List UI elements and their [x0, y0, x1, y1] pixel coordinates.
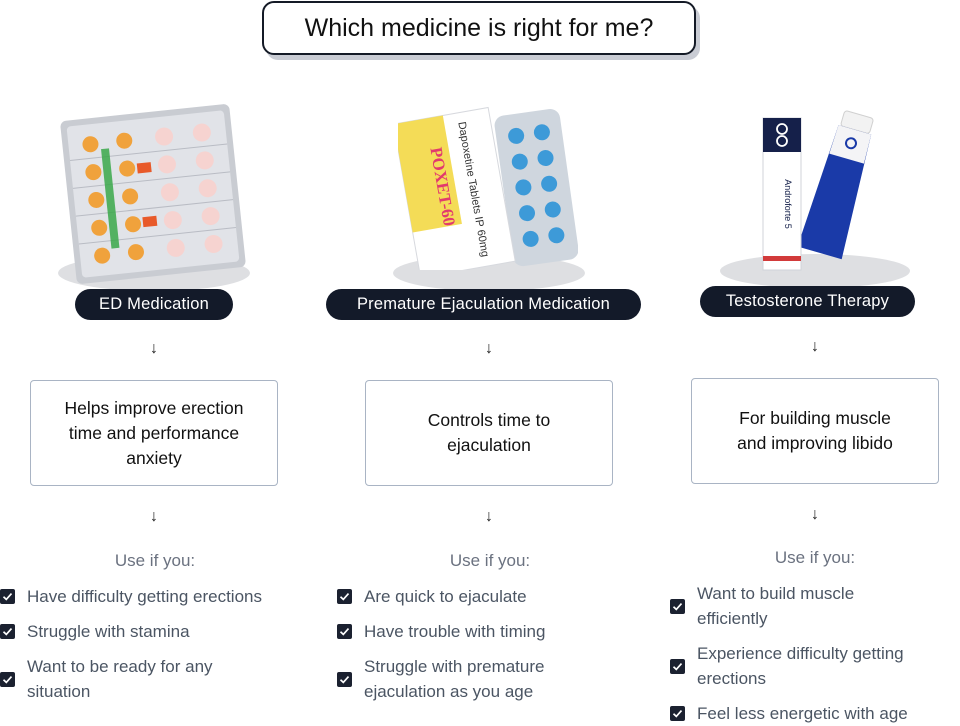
testosterone-tube-image: Androforte 5 — [762, 110, 874, 271]
down-arrow-icon: ↓ — [811, 338, 819, 355]
check-item: Have trouble with timing — [337, 619, 627, 644]
description-text: Controls time to ejaculation — [427, 410, 551, 455]
down-arrow-icon: ↓ — [485, 340, 493, 357]
check-item-text: Struggle with premature ejaculation as y… — [364, 657, 545, 701]
product-shadow — [720, 254, 910, 288]
ed-blister-pack-image — [60, 104, 246, 284]
category-pill-premature-ejaculation[interactable]: Premature Ejaculation Medication — [326, 289, 641, 320]
description-box: Helps improve erection time and performa… — [30, 380, 278, 486]
check-item: Want to build muscle efficiently — [670, 581, 905, 631]
check-item: Are quick to ejaculate — [337, 584, 627, 609]
checkbox-checked-icon — [0, 671, 15, 687]
page-title-text: Which medicine is right for me? — [304, 13, 654, 42]
use-if-heading: Use if you: — [114, 551, 196, 570]
use-if-heading: Use if you: — [449, 551, 531, 570]
down-arrow-icon: ↓ — [485, 508, 493, 525]
check-item: Feel less energetic with age — [670, 701, 955, 726]
check-item: Struggle with stamina — [0, 619, 310, 644]
check-item-text: Experience difficulty getting erections — [697, 644, 904, 688]
checkbox-checked-icon — [337, 624, 352, 639]
check-item-text: Have trouble with timing — [364, 622, 546, 641]
check-item-text: Have difficulty getting erections — [27, 587, 262, 606]
description-text: Helps improve erection time and performa… — [64, 397, 244, 468]
category-pill-testosterone-therapy[interactable]: Testosterone Therapy — [700, 286, 915, 317]
checkbox-checked-icon — [670, 706, 685, 721]
category-pill-label: Testosterone Therapy — [725, 292, 890, 310]
check-item-text: Feel less energetic with age — [697, 704, 908, 723]
check-item: Struggle with premature ejaculation as y… — [337, 654, 587, 704]
check-item: Want to be ready for any situation — [0, 654, 260, 704]
description-box: Controls time to ejaculation — [365, 380, 613, 486]
check-item-text: Want to build muscle efficiently — [697, 584, 855, 628]
checkbox-checked-icon — [670, 598, 685, 614]
down-arrow-icon: ↓ — [811, 506, 819, 523]
checkbox-checked-icon — [337, 589, 352, 604]
checkbox-checked-icon — [0, 624, 15, 639]
category-pill-label: Premature Ejaculation Medication — [356, 295, 611, 313]
page-title: Which medicine is right for me? — [262, 1, 696, 55]
tube-brand-text: Androforte 5 — [783, 179, 793, 229]
pe-medication-box-image: POXET-60 Dapoxetine Tablets IP 60mg — [398, 106, 578, 270]
checkbox-checked-icon — [670, 658, 685, 674]
down-arrow-icon: ↓ — [150, 508, 158, 525]
down-arrow-icon: ↓ — [150, 340, 158, 357]
use-if-heading: Use if you: — [774, 548, 856, 567]
check-item: Have difficulty getting erections — [0, 584, 310, 609]
checkbox-checked-icon — [0, 589, 15, 604]
description-text: For building muscle and improving libido — [737, 408, 893, 453]
check-item-text: Want to be ready for any situation — [27, 657, 213, 701]
checkbox-checked-icon — [337, 671, 352, 687]
check-item-text: Struggle with stamina — [27, 622, 190, 641]
check-item-text: Are quick to ejaculate — [364, 587, 527, 606]
category-pill-ed-medication[interactable]: ED Medication — [75, 289, 233, 320]
category-pill-label: ED Medication — [99, 295, 209, 313]
description-box: For building muscle and improving libido — [691, 378, 939, 484]
check-item: Experience difficulty getting erections — [670, 641, 950, 691]
